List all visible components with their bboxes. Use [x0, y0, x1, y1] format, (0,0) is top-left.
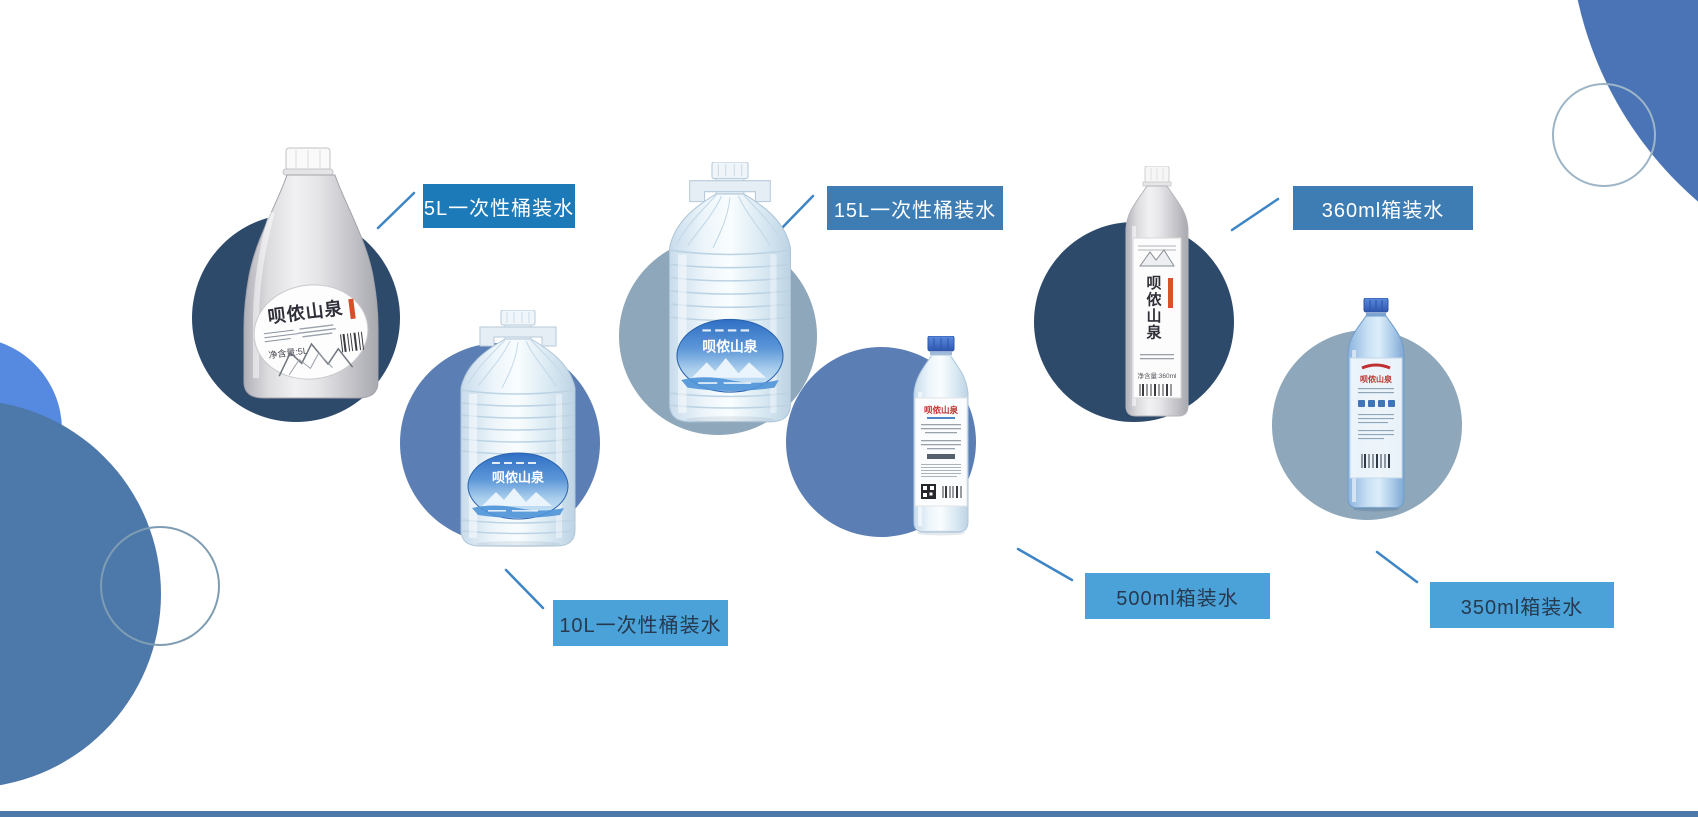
callout-15l-disposable-barrel: 15L一次性桶装水: [827, 186, 1003, 230]
decor-outline-circle-bottom-left: [100, 526, 220, 646]
bottle-5l-mountain-art2: [288, 352, 333, 376]
bottle-350ml-finetext: [1358, 414, 1394, 440]
bottle-360ml-barcode: [1139, 384, 1172, 396]
bottle-5l-image: 呗侬山泉 净含量:5L: [243, 147, 379, 399]
connector-350ml: [1375, 550, 1419, 584]
bottle-500ml-image: 呗侬山泉: [913, 336, 969, 536]
bottle-15l-image: [660, 162, 800, 424]
bottle-360ml-image: 呗侬山泉 净含量:360ml: [1125, 166, 1189, 417]
bottle-5l-barcode: [340, 331, 365, 353]
connector-5l: [376, 191, 416, 230]
bottle-500ml-neck-ring: [930, 352, 952, 355]
bottle-350ml-red-logo: [1361, 363, 1391, 370]
bottle-500ml-shadow: [917, 530, 965, 536]
bottle-500ml-label: 呗侬山泉: [914, 397, 968, 507]
bottle-360ml-neck-ring: [1142, 181, 1172, 187]
bottle-360ml-mountain-art: [1139, 249, 1175, 267]
bottle-350ml-brand-text: 呗侬山泉: [1360, 374, 1393, 384]
bottle-5l-red-seal: [348, 298, 356, 320]
bottle-350ml-label: 呗侬山泉: [1349, 357, 1403, 479]
callout-350ml-boxed: 350ml箱装水: [1430, 582, 1614, 628]
callout-360ml-boxed: 360ml箱装水: [1293, 186, 1473, 230]
bottle-500ml-blue-rule: [927, 417, 955, 419]
bottle-500ml-bold-line: [927, 454, 955, 459]
bottle-500ml-brand-text: 呗侬山泉: [924, 405, 959, 415]
bottle-360ml-smalltext: [1140, 354, 1174, 360]
footer-accent-bar: [0, 811, 1698, 817]
bottle-5l-label-smalltext: [297, 324, 336, 338]
bottle-360ml-brand-text-vertical: 呗侬山泉: [1145, 275, 1162, 342]
bottle-500ml-barcode: [942, 486, 962, 498]
callout-10l-disposable-barrel: 10L一次性桶装水: [553, 600, 728, 646]
bottle-360ml-red-seal: [1168, 278, 1173, 308]
bottle-500ml-qr-code: [921, 484, 936, 499]
bottle-350ml-neck-ring: [1366, 313, 1386, 316]
connector-500ml: [1016, 547, 1074, 582]
bottle-350ml-barcode: [1361, 454, 1390, 468]
bottle-350ml-smalltext: [1358, 388, 1394, 394]
callout-5l-disposable-barrel: 5L一次性桶装水: [423, 184, 575, 228]
callout-500ml-boxed: 500ml箱装水: [1085, 573, 1270, 619]
bottle-5l-mountain-art: [278, 342, 354, 377]
bottle-360ml-net-text: 净含量:360ml: [1137, 371, 1177, 380]
bottle-500ml-smalltext: [921, 424, 961, 450]
bottle-5l-gloss: [253, 211, 275, 378]
bottle-350ml-image: 呗侬山泉: [1347, 298, 1405, 512]
bottle-5l-label: 呗侬山泉 净含量:5L: [253, 284, 369, 380]
bottle-5l-label-lines: [263, 329, 299, 343]
bottle-10l-image: [452, 310, 584, 548]
bottle-5l-net-text: 净含量:5L: [268, 345, 309, 361]
bottle-500ml-finetext: [921, 464, 961, 477]
bottle-5l-neck-ring: [282, 168, 334, 176]
bottle-350ml-shadow: [1353, 506, 1399, 512]
decor-outline-circle-top-right: [1552, 83, 1656, 187]
bottle-360ml-label: 呗侬山泉 净含量:360ml: [1132, 237, 1182, 399]
bottle-350ml-pattern: [1358, 400, 1395, 407]
connector-360ml: [1230, 197, 1280, 232]
connector-10l: [504, 568, 545, 610]
